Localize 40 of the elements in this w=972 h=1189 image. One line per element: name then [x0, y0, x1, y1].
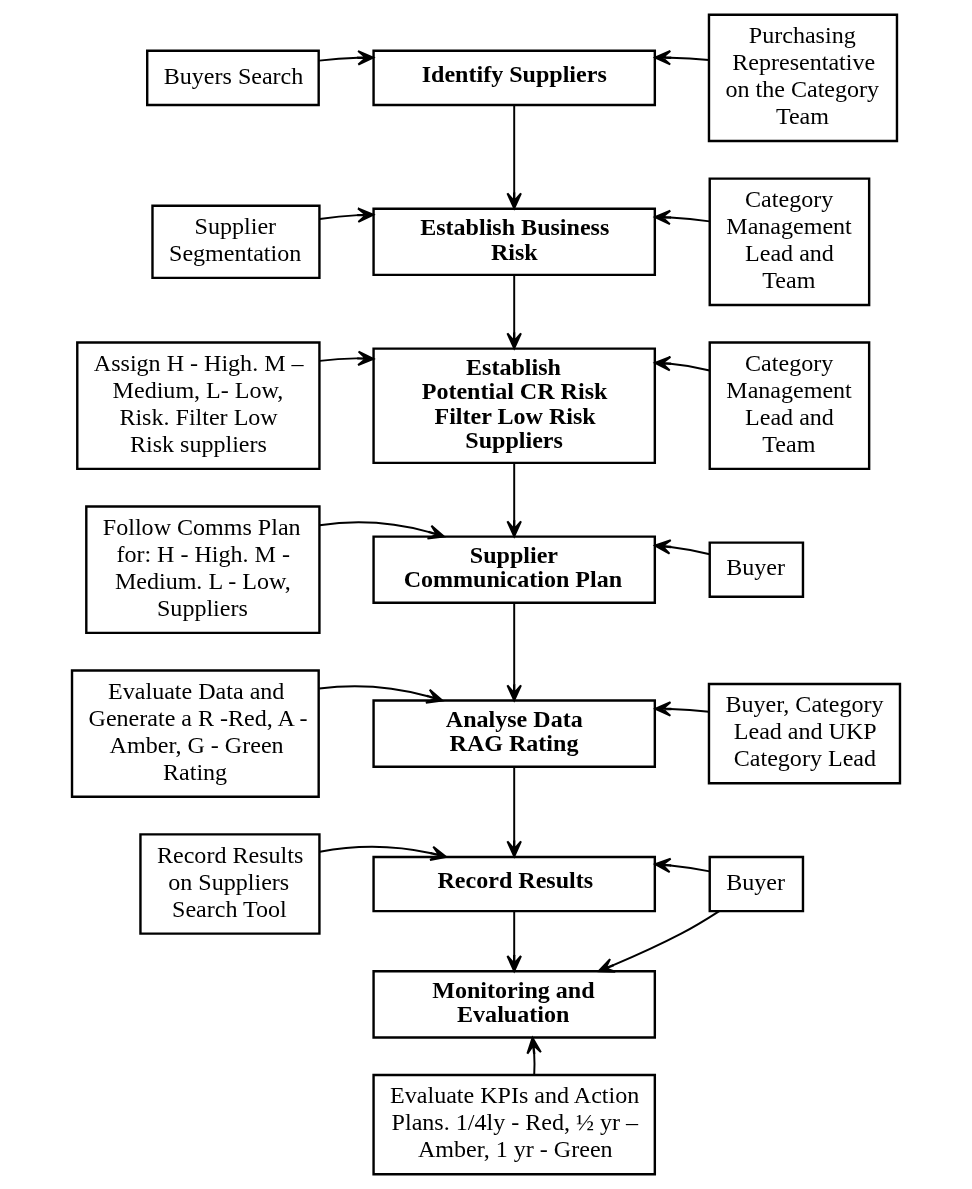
- node-box: Buyers Search: [146, 49, 320, 107]
- arrow: [654, 209, 711, 226]
- arrow: [318, 521, 445, 540]
- node-box: Assign H - High. M – Medium, L- Low, Risk. Filter Low Risk suppliers: [76, 341, 321, 471]
- arrow: [654, 49, 710, 66]
- node-box: Establish Business Risk: [372, 207, 657, 277]
- node-box: Buyer: [708, 541, 805, 598]
- node-box: Record Results: [372, 855, 657, 913]
- node-box: Buyer: [708, 855, 805, 913]
- node-box: Purchasing Representative on the Category Team: [707, 13, 899, 143]
- arrow: [654, 539, 711, 556]
- arrow: [506, 766, 522, 858]
- node-box: Category Management Lead and Team: [708, 341, 871, 471]
- arrow: [318, 350, 375, 367]
- arrow: [506, 274, 522, 350]
- arrow: [597, 910, 721, 973]
- arrow: [318, 50, 375, 66]
- node-box: Analyse Data RAG Rating: [372, 699, 657, 768]
- node-box: Supplier Segmentation: [151, 204, 321, 280]
- node-box: Identify Suppliers: [372, 49, 657, 107]
- arrow: [654, 355, 711, 372]
- arrow: [506, 602, 522, 702]
- node-box: Buyer, Category Lead and UKP Category Lead: [707, 682, 902, 785]
- arrow: [318, 845, 448, 861]
- arrow: [526, 1036, 542, 1076]
- node-box: Record Results on Suppliers Search Tool: [139, 833, 321, 935]
- node-box: Follow Comms Plan for: H - High. M - Medium. L - Low, Suppliers: [85, 505, 321, 635]
- arrow: [506, 910, 522, 972]
- arrow: [654, 857, 711, 874]
- arrow: [506, 462, 522, 538]
- node-box: Supplier Communication Plan: [372, 535, 657, 604]
- arrow: [318, 207, 375, 223]
- arrow: [318, 685, 444, 704]
- arrow: [506, 104, 522, 210]
- node-box: Establish Potential CR Risk Filter Low Risk Suppliers: [372, 347, 657, 465]
- node-box: Category Management Lead and Team: [708, 177, 871, 307]
- node-box: Evaluate Data and Generate a R -Red, A - Amber, G - Green Rating: [70, 669, 320, 798]
- node-box: Evaluate KPIs and Action Plans. 1/4ly - Red, ½ yr – Amber, 1 yr - Green: [372, 1073, 657, 1176]
- node-box: Monitoring and Evaluation: [372, 970, 657, 1039]
- arrow: [654, 701, 710, 717]
